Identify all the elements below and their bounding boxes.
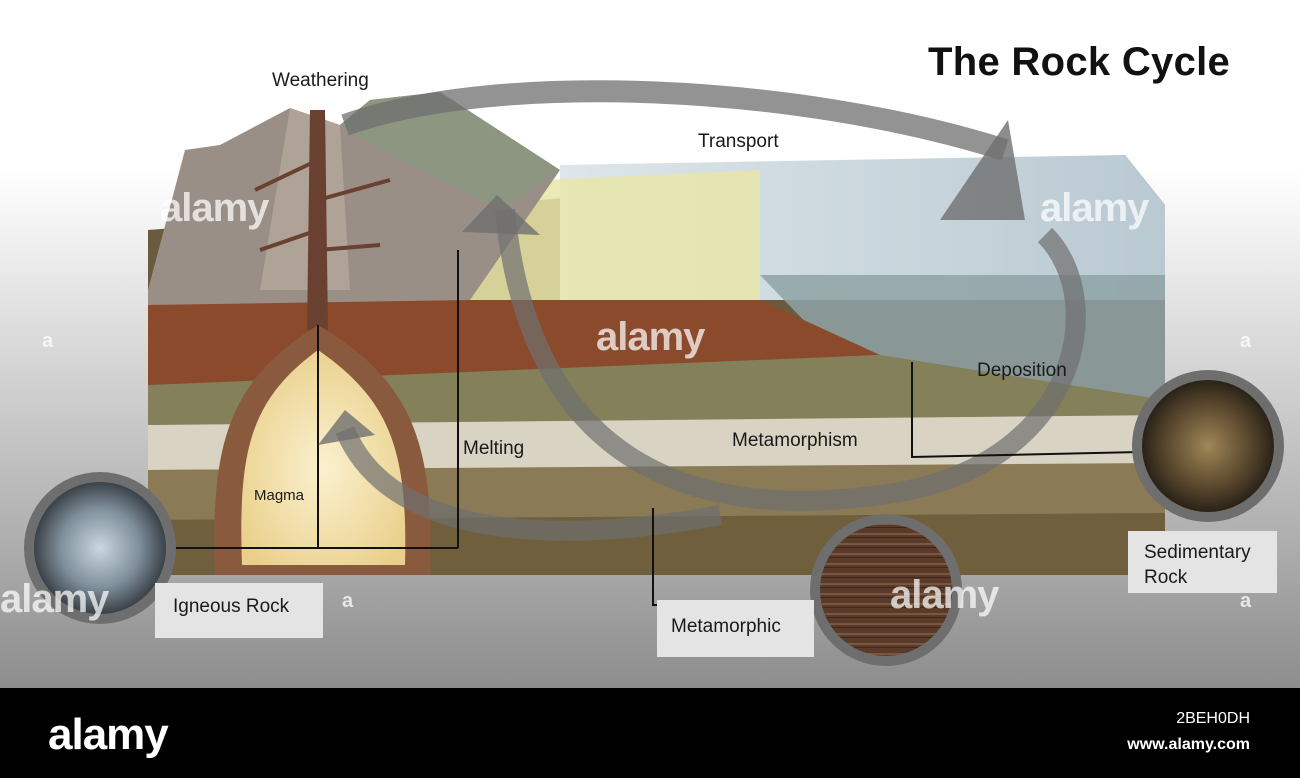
conduit-branches — [254, 158, 391, 252]
volcano-conduit — [307, 110, 328, 330]
watermark-letter: a — [342, 590, 354, 612]
page-title: The Rock Cycle — [928, 40, 1231, 84]
rock-cycle-diagram: The Rock Cycle Weathering Transport Depo… — [0, 40, 1284, 666]
watermark: alamy — [0, 577, 109, 621]
transport-arrowhead — [940, 120, 1025, 220]
label-magma: Magma — [254, 487, 305, 504]
footer-url[interactable]: www.alamy.com — [1127, 736, 1250, 753]
sedimentary-sample-image — [1142, 380, 1274, 512]
cycle-arrow-left — [335, 425, 722, 541]
mountain-face — [260, 108, 350, 290]
watermark: alamy — [596, 315, 705, 359]
metamorphic-sample-image — [820, 524, 952, 656]
label-metamorphism: Metamorphism — [732, 430, 858, 451]
watermark-letter: a — [1240, 330, 1252, 352]
footer-bar: alamy 2BEH0DH www.alamy.com — [0, 688, 1300, 778]
watermark: alamy — [1040, 186, 1149, 230]
label-deposition: Deposition — [977, 360, 1067, 381]
igneous-sample-image — [34, 482, 166, 614]
cycle-arrow-right — [495, 209, 1086, 511]
igneous-rock-label: Igneous Rock — [173, 596, 290, 617]
sedimentary-rock-box: Sedimentary Rock — [1128, 531, 1277, 593]
cycle-arrowhead-left — [318, 410, 375, 445]
metamorphic-label: Metamorphic — [671, 616, 781, 637]
footer-brand-logo: alamy — [48, 710, 169, 759]
diagram-illustration — [24, 80, 1284, 666]
label-transport: Transport — [698, 131, 779, 152]
magma-chamber — [241, 350, 406, 565]
watermark: alamy — [160, 186, 269, 230]
igneous-connector — [160, 250, 459, 549]
sedimentary-connector — [911, 362, 1141, 459]
metamorphic-box: Metamorphic — [657, 600, 814, 657]
transport-arrow — [341, 80, 1009, 161]
footer-image-code: 2BEH0DH — [1176, 710, 1250, 727]
label-weathering: Weathering — [272, 70, 369, 91]
watermark-letter: a — [42, 330, 54, 352]
cycle-arrowhead-up — [462, 195, 540, 235]
sedimentary-label-line2: Rock — [1144, 567, 1188, 588]
watermark-letter: a — [1240, 590, 1252, 612]
igneous-rock-box: Igneous Rock — [155, 583, 323, 638]
watermark: alamy — [890, 573, 999, 617]
sedimentary-label-line1: Sedimentary — [1144, 542, 1251, 563]
label-melting: Melting — [463, 438, 525, 459]
